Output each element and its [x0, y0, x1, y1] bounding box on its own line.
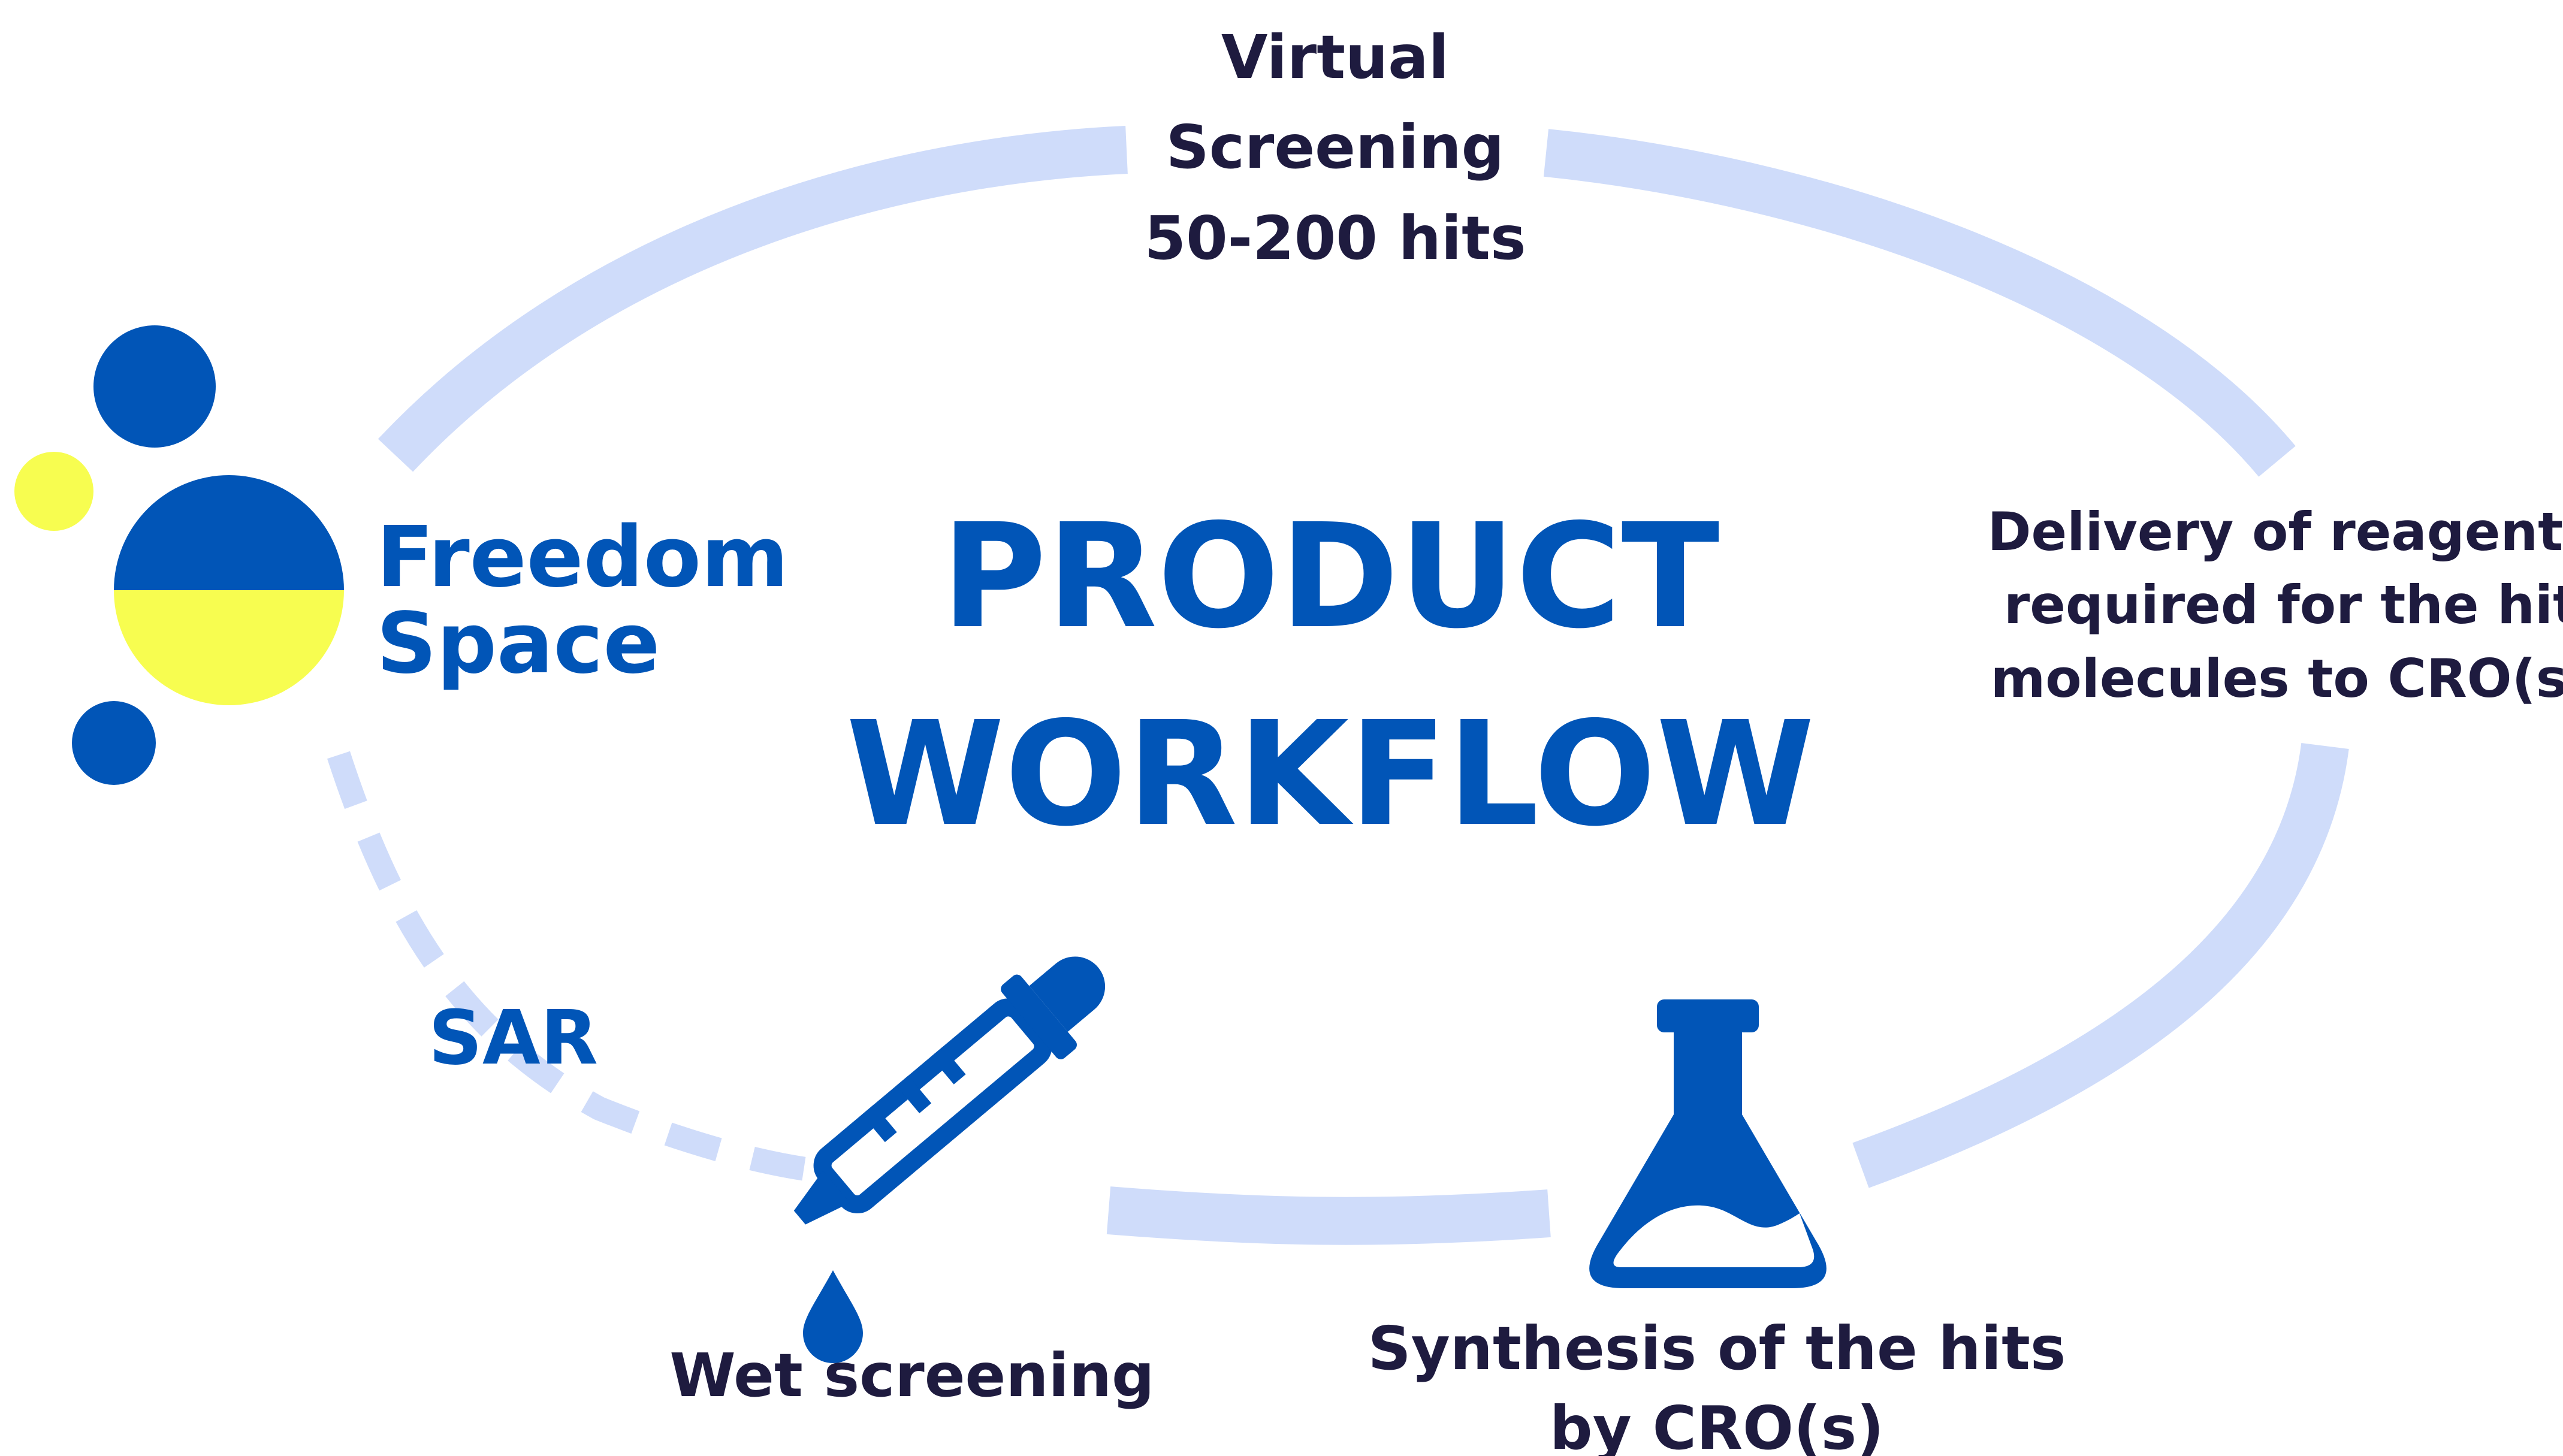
cycle-arc-left-top — [378, 126, 1128, 472]
brand-name: Freedom Space — [376, 509, 789, 693]
workflow-cycle — [327, 126, 2349, 1245]
page-title: PRODUCT WORKFLOW — [846, 493, 1815, 858]
logo-circle-blue-half — [114, 475, 344, 590]
virtual-screening-line1: Virtual — [1221, 22, 1449, 92]
virtual-screening-line2: Screening — [1166, 112, 1505, 182]
title-line1: PRODUCT — [941, 493, 1720, 660]
delivery-line3: molecules to CRO(s) — [1991, 648, 2563, 709]
step-delivery: Delivery of reagents required for the hi… — [1987, 501, 2563, 709]
delivery-line2: required for the hit — [2004, 574, 2563, 636]
logo-dot-bottom — [72, 701, 156, 785]
synthesis-line2: by CRO(s) — [1550, 1393, 1884, 1456]
pipette-icon — [793, 956, 1105, 1363]
cycle-arc-bottom — [1106, 1186, 1551, 1245]
sar-feedback-arc — [327, 751, 826, 1183]
step-wet-screening: Wet screening — [669, 1340, 1154, 1410]
logo-circle-yellow-half — [114, 590, 344, 705]
title-line2: WORKFLOW — [846, 690, 1815, 858]
cycle-arc-right-top — [1543, 129, 2296, 477]
freedom-space-logo — [14, 325, 344, 785]
wet-screening-label: Wet screening — [669, 1340, 1154, 1410]
brand-name-line1: Freedom — [376, 509, 789, 606]
synthesis-line1: Synthesis of the hits — [1368, 1313, 2066, 1383]
flask-icon — [1589, 999, 1827, 1288]
logo-dot-top — [93, 325, 216, 448]
step-synthesis: Synthesis of the hits by CRO(s) — [1368, 1313, 2066, 1456]
virtual-screening-line3: 50-200 hits — [1144, 203, 1526, 273]
step-virtual-screening: Virtual Screening 50-200 hits — [1144, 22, 1526, 273]
brand-name-line2: Space — [376, 595, 660, 693]
sar-label: SAR — [428, 995, 598, 1082]
delivery-line1: Delivery of reagents — [1987, 501, 2563, 563]
logo-dot-yellow — [14, 452, 93, 531]
cycle-arc-right — [1852, 742, 2349, 1188]
